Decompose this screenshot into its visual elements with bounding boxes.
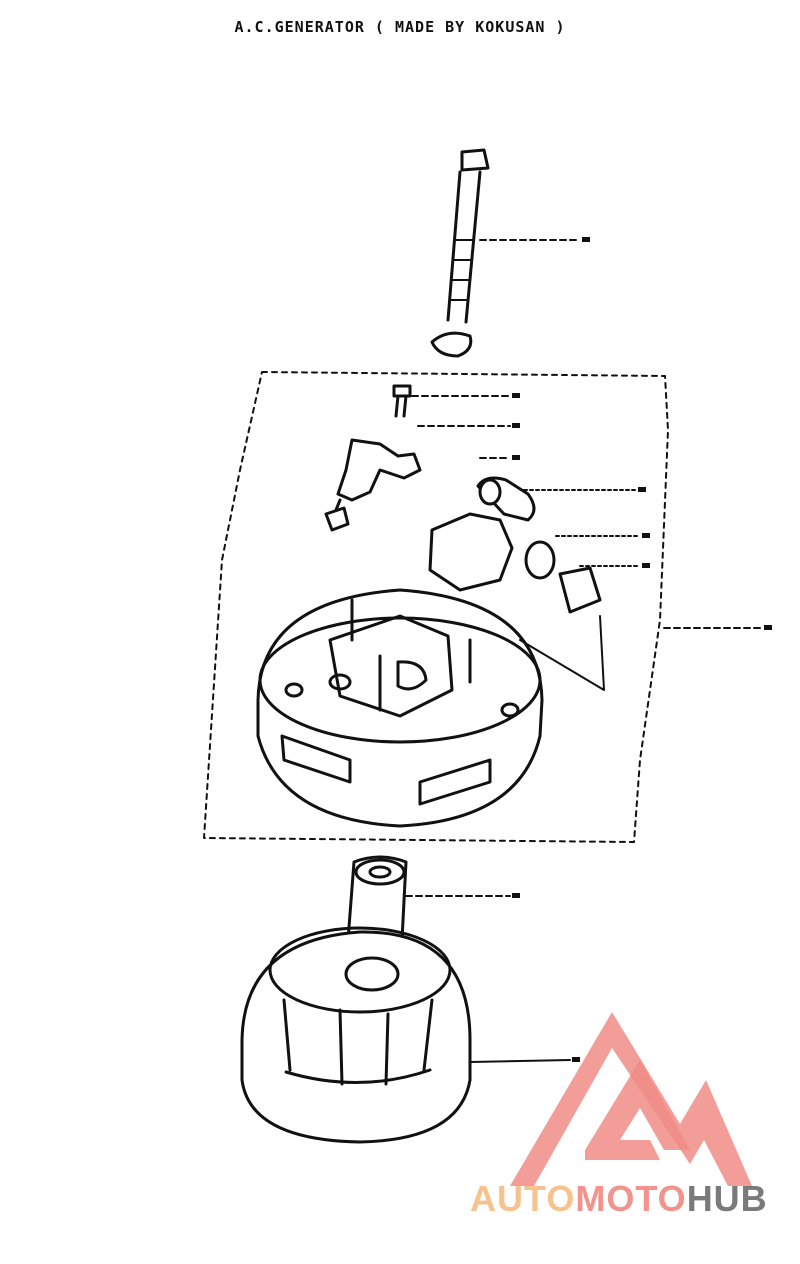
condenser-coil — [428, 476, 602, 614]
contact-breaker — [324, 438, 422, 532]
stator-plate — [256, 588, 544, 828]
page-title: A.C.GENERATOR ( MADE BY KOKUSAN ) — [234, 18, 566, 36]
assembly-boundary — [203, 371, 669, 843]
watermark-logo-mark — [510, 1012, 752, 1186]
watermark-hub: HUB — [686, 1178, 768, 1219]
screw — [392, 384, 412, 418]
washer — [430, 331, 473, 358]
watermark-auto: AUTO — [470, 1178, 576, 1219]
watermark-wordmark: AUTOMOTOHUB — [470, 1178, 768, 1220]
flywheel-rotor — [240, 855, 472, 1144]
callout-mark — [582, 237, 590, 242]
bolt — [446, 148, 490, 324]
watermark-moto: MOTO — [575, 1178, 687, 1219]
